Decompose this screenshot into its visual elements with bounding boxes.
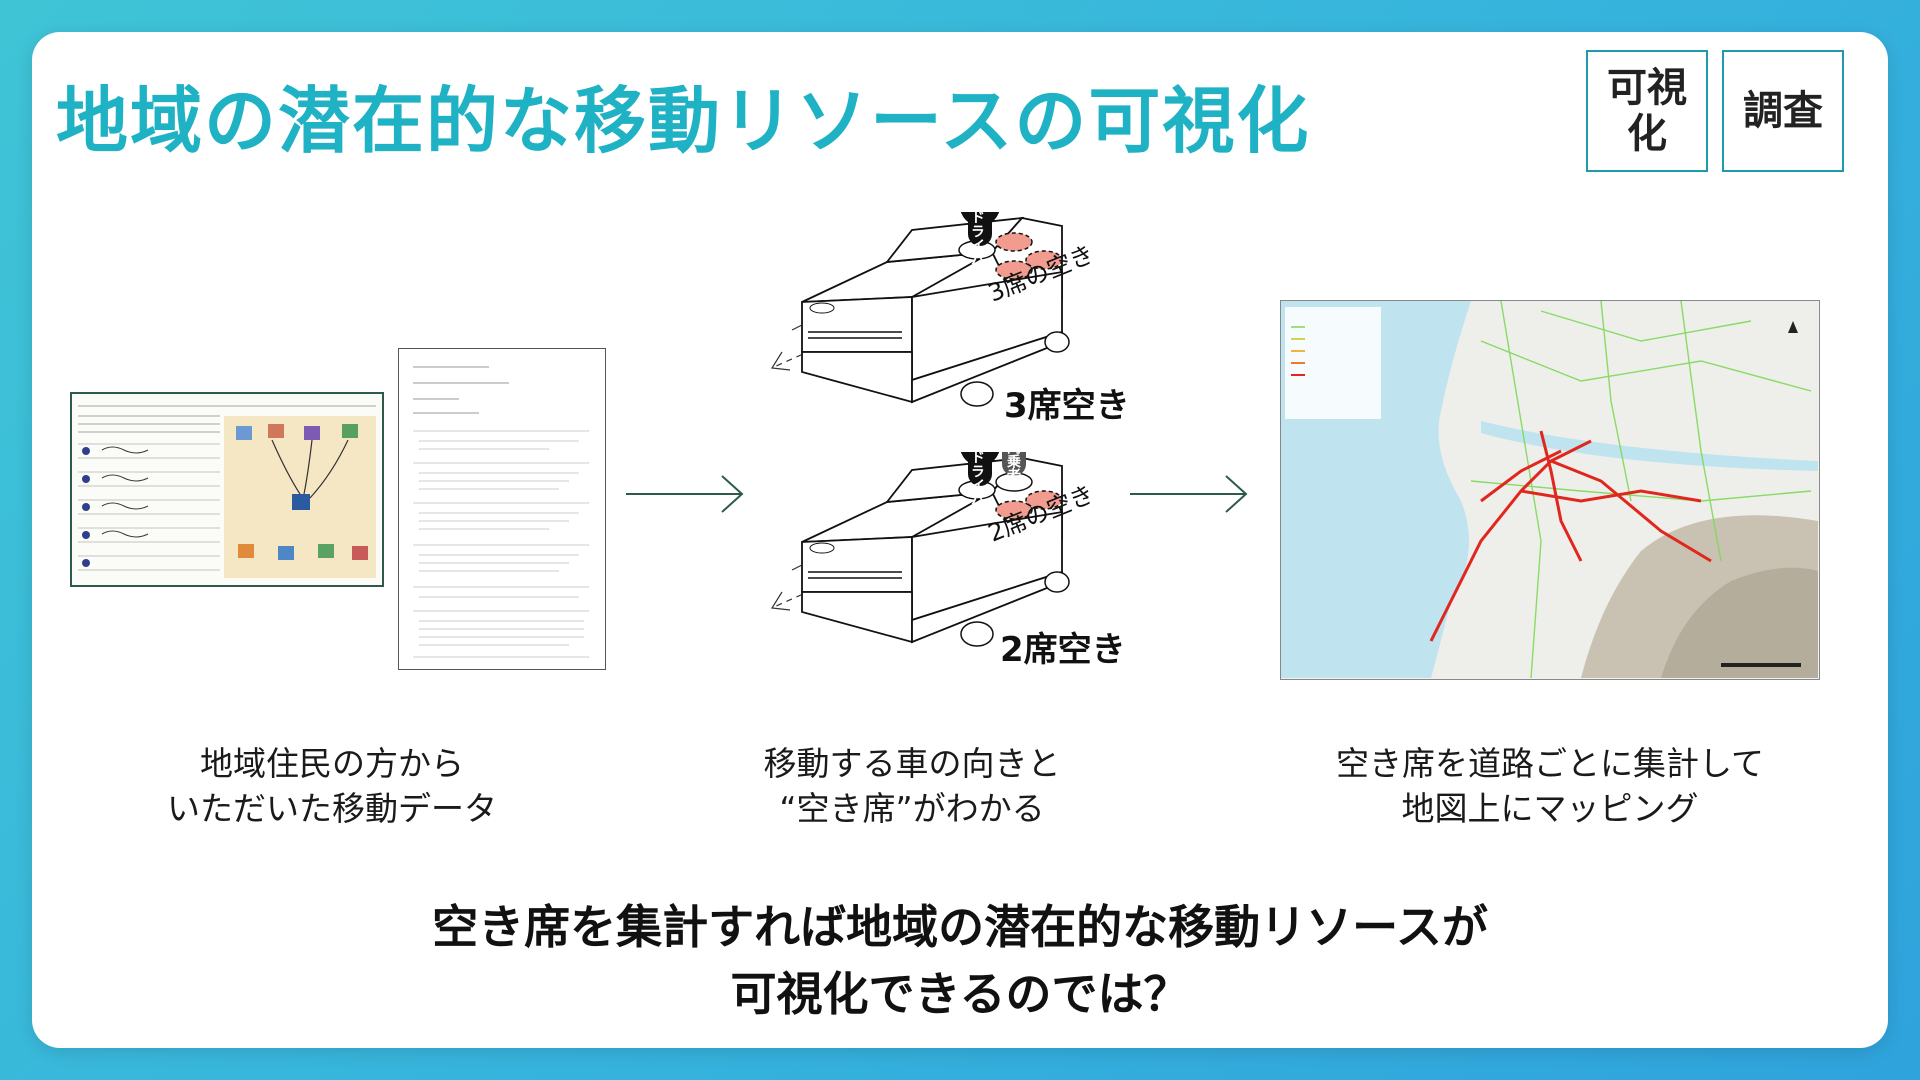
caption-travel-data: 地域住民の方から いただいた移動データ: [167, 744, 497, 828]
caption-map-aggregation: 空き席を道路ごとに集計して 地図上にマッピング: [1335, 744, 1764, 828]
tag-survey: 調査: [1722, 50, 1844, 172]
right-arrow-icon: [1130, 475, 1248, 513]
person-pin-icon: [1002, 452, 1026, 476]
car-two-seats-illustration: [770, 452, 1070, 647]
right-arrow-icon: [626, 475, 744, 513]
north-arrow-icon: [1788, 321, 1798, 333]
tag-visualization: 可視化: [1586, 50, 1708, 172]
slide-title: 地域の潜在的な移動リソースの可視化: [56, 79, 1311, 163]
driver-badge-label: ドライバー: [969, 210, 985, 280]
car-three-seats-illustration: [770, 212, 1070, 407]
caption-car-direction: 移動する車の向きと “空き席”がわかる: [763, 744, 1061, 828]
travel-diary-form-image: [70, 392, 384, 587]
passenger-badge-label: 同乗者: [1005, 440, 1021, 482]
car-label-three: 3席空き: [1004, 386, 1130, 426]
driver-badge-label: ドライバー: [969, 450, 985, 520]
slide-card: 地域の潜在的な移動リソースの可視化 可視化 調査: [32, 32, 1888, 1048]
conclusion-text: 空き席を集計すれば地域の潜在的な移動リソースが 可視化できるのでは？: [432, 900, 1488, 1021]
questionnaire-sheet-image: [398, 348, 606, 670]
person-pin-icon: [960, 452, 1000, 486]
vacant-seat-map-image: [1280, 300, 1820, 680]
person-pin-icon: [960, 212, 1000, 246]
car-label-two: 2席空き: [1000, 630, 1126, 670]
